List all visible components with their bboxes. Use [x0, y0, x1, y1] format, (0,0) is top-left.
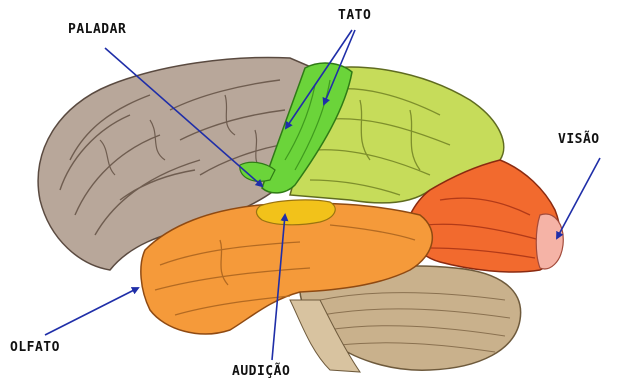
label-paladar: PALADAR	[68, 22, 126, 37]
arrow-olfato	[45, 288, 138, 335]
label-visao: VISÃO	[558, 132, 600, 147]
arrow-visao	[557, 158, 600, 238]
label-olfato: OLFATO	[10, 340, 60, 355]
audicao-area	[256, 200, 335, 225]
visual-area	[536, 214, 563, 269]
label-audicao: AUDIÇÃO	[232, 364, 290, 379]
label-tato: TATO	[338, 8, 371, 23]
